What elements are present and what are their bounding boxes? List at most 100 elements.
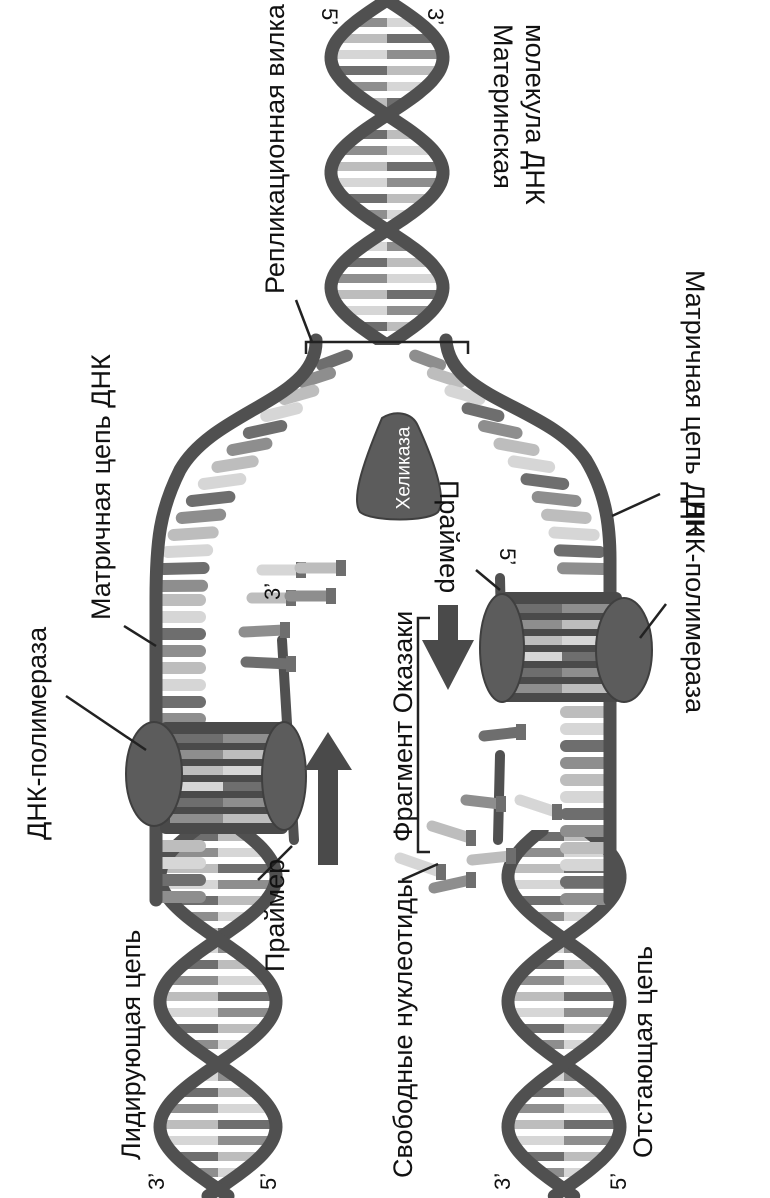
- template-base: [204, 479, 240, 484]
- template-base: [514, 461, 549, 467]
- template-base: [563, 568, 603, 569]
- template-base: [192, 497, 229, 501]
- free-nucleotides-label: Свободные нуклеотиды: [388, 879, 418, 1178]
- polymerase-right-label: ДНК-полимераза: [680, 500, 710, 714]
- template-base: [484, 426, 517, 433]
- base-pair-right: [387, 50, 439, 59]
- polymerase-right-outer-lobe: [596, 598, 652, 702]
- polymerase-base: [170, 734, 223, 743]
- nucleotide-phosphate: [436, 864, 446, 880]
- polymerase-left-label: ДНК-полимераза: [22, 626, 52, 840]
- free-nucleotide: [434, 880, 470, 888]
- nucleotide-phosphate: [466, 830, 476, 846]
- template-base: [168, 550, 208, 552]
- base-pair-right: [218, 1120, 272, 1129]
- leading-strand-label: Лидирующая цепь: [116, 930, 146, 1160]
- nucleotide-phosphate: [280, 622, 290, 638]
- polymerase-right: [480, 592, 652, 702]
- nucleotide-phosphate: [506, 848, 516, 864]
- template-base: [554, 533, 593, 535]
- base-pair-left: [513, 992, 564, 1001]
- template-base: [164, 568, 204, 569]
- base-pair-left: [335, 50, 387, 59]
- base-pair-left: [337, 274, 387, 283]
- okazaki-5-end-label: 5’: [495, 548, 520, 565]
- base-pair-left: [338, 66, 387, 75]
- base-pair-left: [166, 1008, 218, 1017]
- base-pair-right: [218, 1008, 270, 1017]
- parent-molecule-label-2: молекула ДНК: [520, 24, 550, 205]
- template-base: [266, 408, 297, 416]
- template-base: [499, 444, 533, 450]
- free-nucleotide: [432, 826, 470, 838]
- lagging-bottom-right-end-label: 5’: [606, 1173, 631, 1190]
- parent-dna-helix: [331, 0, 443, 348]
- nucleotide-phosphate: [516, 724, 526, 740]
- helicase-enzyme: Хеликаза: [357, 413, 441, 519]
- leading-bottom-left-end-label: 3’: [144, 1173, 169, 1190]
- base-pair-right: [218, 992, 271, 1001]
- nucleotide-phosphate: [326, 588, 336, 604]
- polymerase-left-outer-lobe: [126, 722, 182, 826]
- leader-polymerase-left: [66, 696, 146, 750]
- top-right-end-label: 3’: [423, 8, 448, 25]
- top-left-end-label: 5’: [317, 8, 342, 25]
- okazaki-fragment-label: Фрагмент Оказаки: [388, 611, 418, 842]
- template-base: [560, 550, 600, 552]
- new-leading-3-end-label: 3’: [260, 583, 285, 600]
- lagging-strand-label: Отстающая цепь: [628, 946, 658, 1158]
- base-pair-right: [387, 178, 437, 187]
- nucleotide-phosphate: [496, 796, 506, 812]
- free-nucleotide: [466, 800, 500, 804]
- polymerase-base: [512, 684, 562, 693]
- okazaki-fragment-bracket: [418, 618, 430, 852]
- base-pair-left: [515, 1136, 564, 1145]
- free-nucleotide: [244, 630, 284, 632]
- template-base: [249, 426, 281, 433]
- nucleotide-phosphate: [466, 872, 476, 888]
- base-pair-right: [387, 290, 438, 299]
- base-pair-left: [170, 1104, 218, 1113]
- template-base: [233, 444, 267, 450]
- nucleotide-phosphate: [552, 804, 562, 820]
- lagging-bottom-left-end-label: 3’: [490, 1173, 515, 1190]
- primer-right-label: Праймер: [434, 480, 464, 593]
- replication-fork-label: Репликационная вилка: [260, 3, 290, 294]
- base-pair-right: [564, 1120, 616, 1129]
- base-pair-right: [218, 1136, 269, 1145]
- template-strand-left-label: Матричная цепь ДНК: [86, 354, 116, 620]
- nucleotide-phosphate: [336, 560, 346, 576]
- primer-left-label: Праймер: [260, 859, 290, 972]
- template-base: [182, 515, 220, 518]
- base-pair-left: [512, 1120, 564, 1129]
- base-pair-left: [337, 178, 387, 187]
- template-base: [217, 461, 252, 467]
- base-pair-right: [564, 1104, 610, 1113]
- template-base: [547, 515, 586, 518]
- base-pair-right: [387, 274, 437, 283]
- nucleotide-phosphate: [286, 656, 296, 672]
- parent-molecule-label-1: Материнская: [488, 24, 518, 189]
- template-base: [322, 356, 347, 365]
- polymerase-right-inner-lobe: [480, 594, 524, 702]
- base-pair-left: [167, 1136, 218, 1145]
- base-pair-right: [564, 1008, 614, 1017]
- base-pair-right: [218, 1104, 266, 1113]
- free-nucleotide: [246, 662, 290, 664]
- template-base: [527, 479, 564, 484]
- template-strand-right-label: Матричная цепь ДНК: [680, 270, 710, 536]
- base-pair-left: [514, 1008, 564, 1017]
- base-pair-right: [564, 1136, 613, 1145]
- base-pair-right: [387, 162, 438, 171]
- base-pair-left: [513, 880, 564, 889]
- free-nucleotide: [472, 856, 510, 860]
- template-base: [538, 497, 576, 501]
- leading-direction-arrow: [304, 732, 352, 865]
- polymerase-base: [512, 604, 562, 613]
- leader-template-right: [612, 494, 660, 516]
- base-pair-left: [513, 864, 564, 873]
- base-pair-right: [387, 66, 436, 75]
- base-pair-left: [336, 290, 387, 299]
- helicase-label: Хеликаза: [394, 426, 415, 509]
